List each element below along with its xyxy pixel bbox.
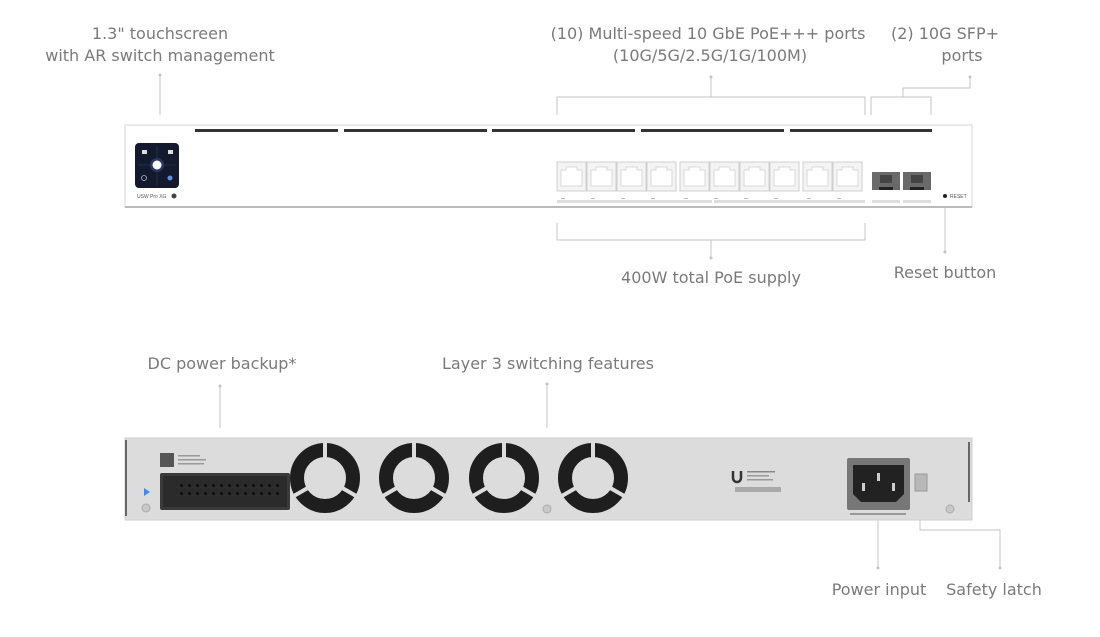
rj45-port[interactable] bbox=[709, 161, 740, 199]
port-number-label bbox=[621, 198, 625, 199]
power-inlet[interactable] bbox=[847, 458, 910, 510]
fan-icon bbox=[469, 442, 539, 513]
port-number-label bbox=[561, 198, 565, 199]
rj45-port[interactable] bbox=[646, 161, 677, 199]
rj45-port[interactable] bbox=[616, 161, 647, 199]
vent-bars bbox=[195, 129, 932, 132]
latch-callout: Safety latch bbox=[946, 580, 1042, 599]
rj45-port[interactable] bbox=[586, 161, 617, 199]
model-label: USW Pro XG bbox=[137, 194, 167, 200]
port-number-label bbox=[591, 198, 595, 199]
qr-code bbox=[160, 453, 174, 467]
front-leader-lines bbox=[158, 73, 972, 260]
rj45-port[interactable] bbox=[679, 161, 710, 199]
port-number-label bbox=[684, 198, 688, 199]
screw-icon bbox=[945, 504, 955, 514]
touchscreen-display[interactable] bbox=[135, 143, 179, 188]
fan-icon bbox=[290, 442, 360, 513]
power-callout: Power input bbox=[832, 580, 927, 599]
touchscreen-callout-line1: 1.3" touchscreen bbox=[92, 24, 228, 43]
led-strip bbox=[557, 200, 712, 203]
dc-arrow-icon bbox=[144, 488, 150, 496]
port-number-label bbox=[651, 198, 655, 199]
screw-icon bbox=[542, 504, 552, 514]
port-number-label bbox=[807, 198, 811, 199]
rj45-port[interactable] bbox=[769, 161, 800, 199]
fans bbox=[290, 442, 628, 513]
rj45-ports bbox=[556, 161, 865, 203]
port-number-label bbox=[774, 198, 778, 199]
reset-label: RESET bbox=[950, 194, 967, 200]
ubiquiti-logo-icon bbox=[731, 471, 743, 484]
fan-icon bbox=[558, 442, 628, 513]
dc-power-connector[interactable] bbox=[160, 473, 290, 510]
poe-callout: 400W total PoE supply bbox=[621, 268, 801, 287]
sfp-callout-line1: (2) 10G SFP+ bbox=[891, 24, 999, 43]
port-number-label bbox=[714, 198, 718, 199]
dc-callout: DC power backup* bbox=[148, 354, 297, 373]
fan-icon bbox=[379, 442, 449, 513]
led-strip bbox=[714, 200, 865, 203]
sfp-callout-line2: ports bbox=[941, 46, 982, 65]
ports-callout-line1: (10) Multi-speed 10 GbE PoE+++ ports bbox=[551, 24, 866, 43]
reset-button[interactable] bbox=[943, 194, 947, 198]
sfp-ports bbox=[872, 172, 931, 203]
layer3-callout: Layer 3 switching features bbox=[442, 354, 654, 373]
port-number-label bbox=[837, 198, 841, 199]
back-panel bbox=[124, 437, 973, 521]
screw-icon bbox=[141, 503, 151, 513]
rj45-port[interactable] bbox=[832, 161, 863, 199]
touchscreen-callout-line2: with AR switch management bbox=[45, 46, 275, 65]
port-number-label bbox=[744, 198, 748, 199]
reset-callout: Reset button bbox=[894, 263, 997, 282]
ubiquiti-logo-icon bbox=[171, 193, 177, 199]
front-panel: USW Pro XG RESET bbox=[124, 124, 973, 208]
ports-callout-line2: (10G/5G/2.5G/1G/100M) bbox=[613, 46, 807, 65]
rj45-port[interactable] bbox=[556, 161, 587, 199]
regulatory-label bbox=[731, 471, 781, 492]
sfp-port[interactable] bbox=[903, 172, 931, 203]
rj45-port[interactable] bbox=[802, 161, 833, 199]
sfp-port[interactable] bbox=[872, 172, 900, 203]
safety-latch[interactable] bbox=[914, 473, 928, 492]
rj45-port[interactable] bbox=[739, 161, 770, 199]
